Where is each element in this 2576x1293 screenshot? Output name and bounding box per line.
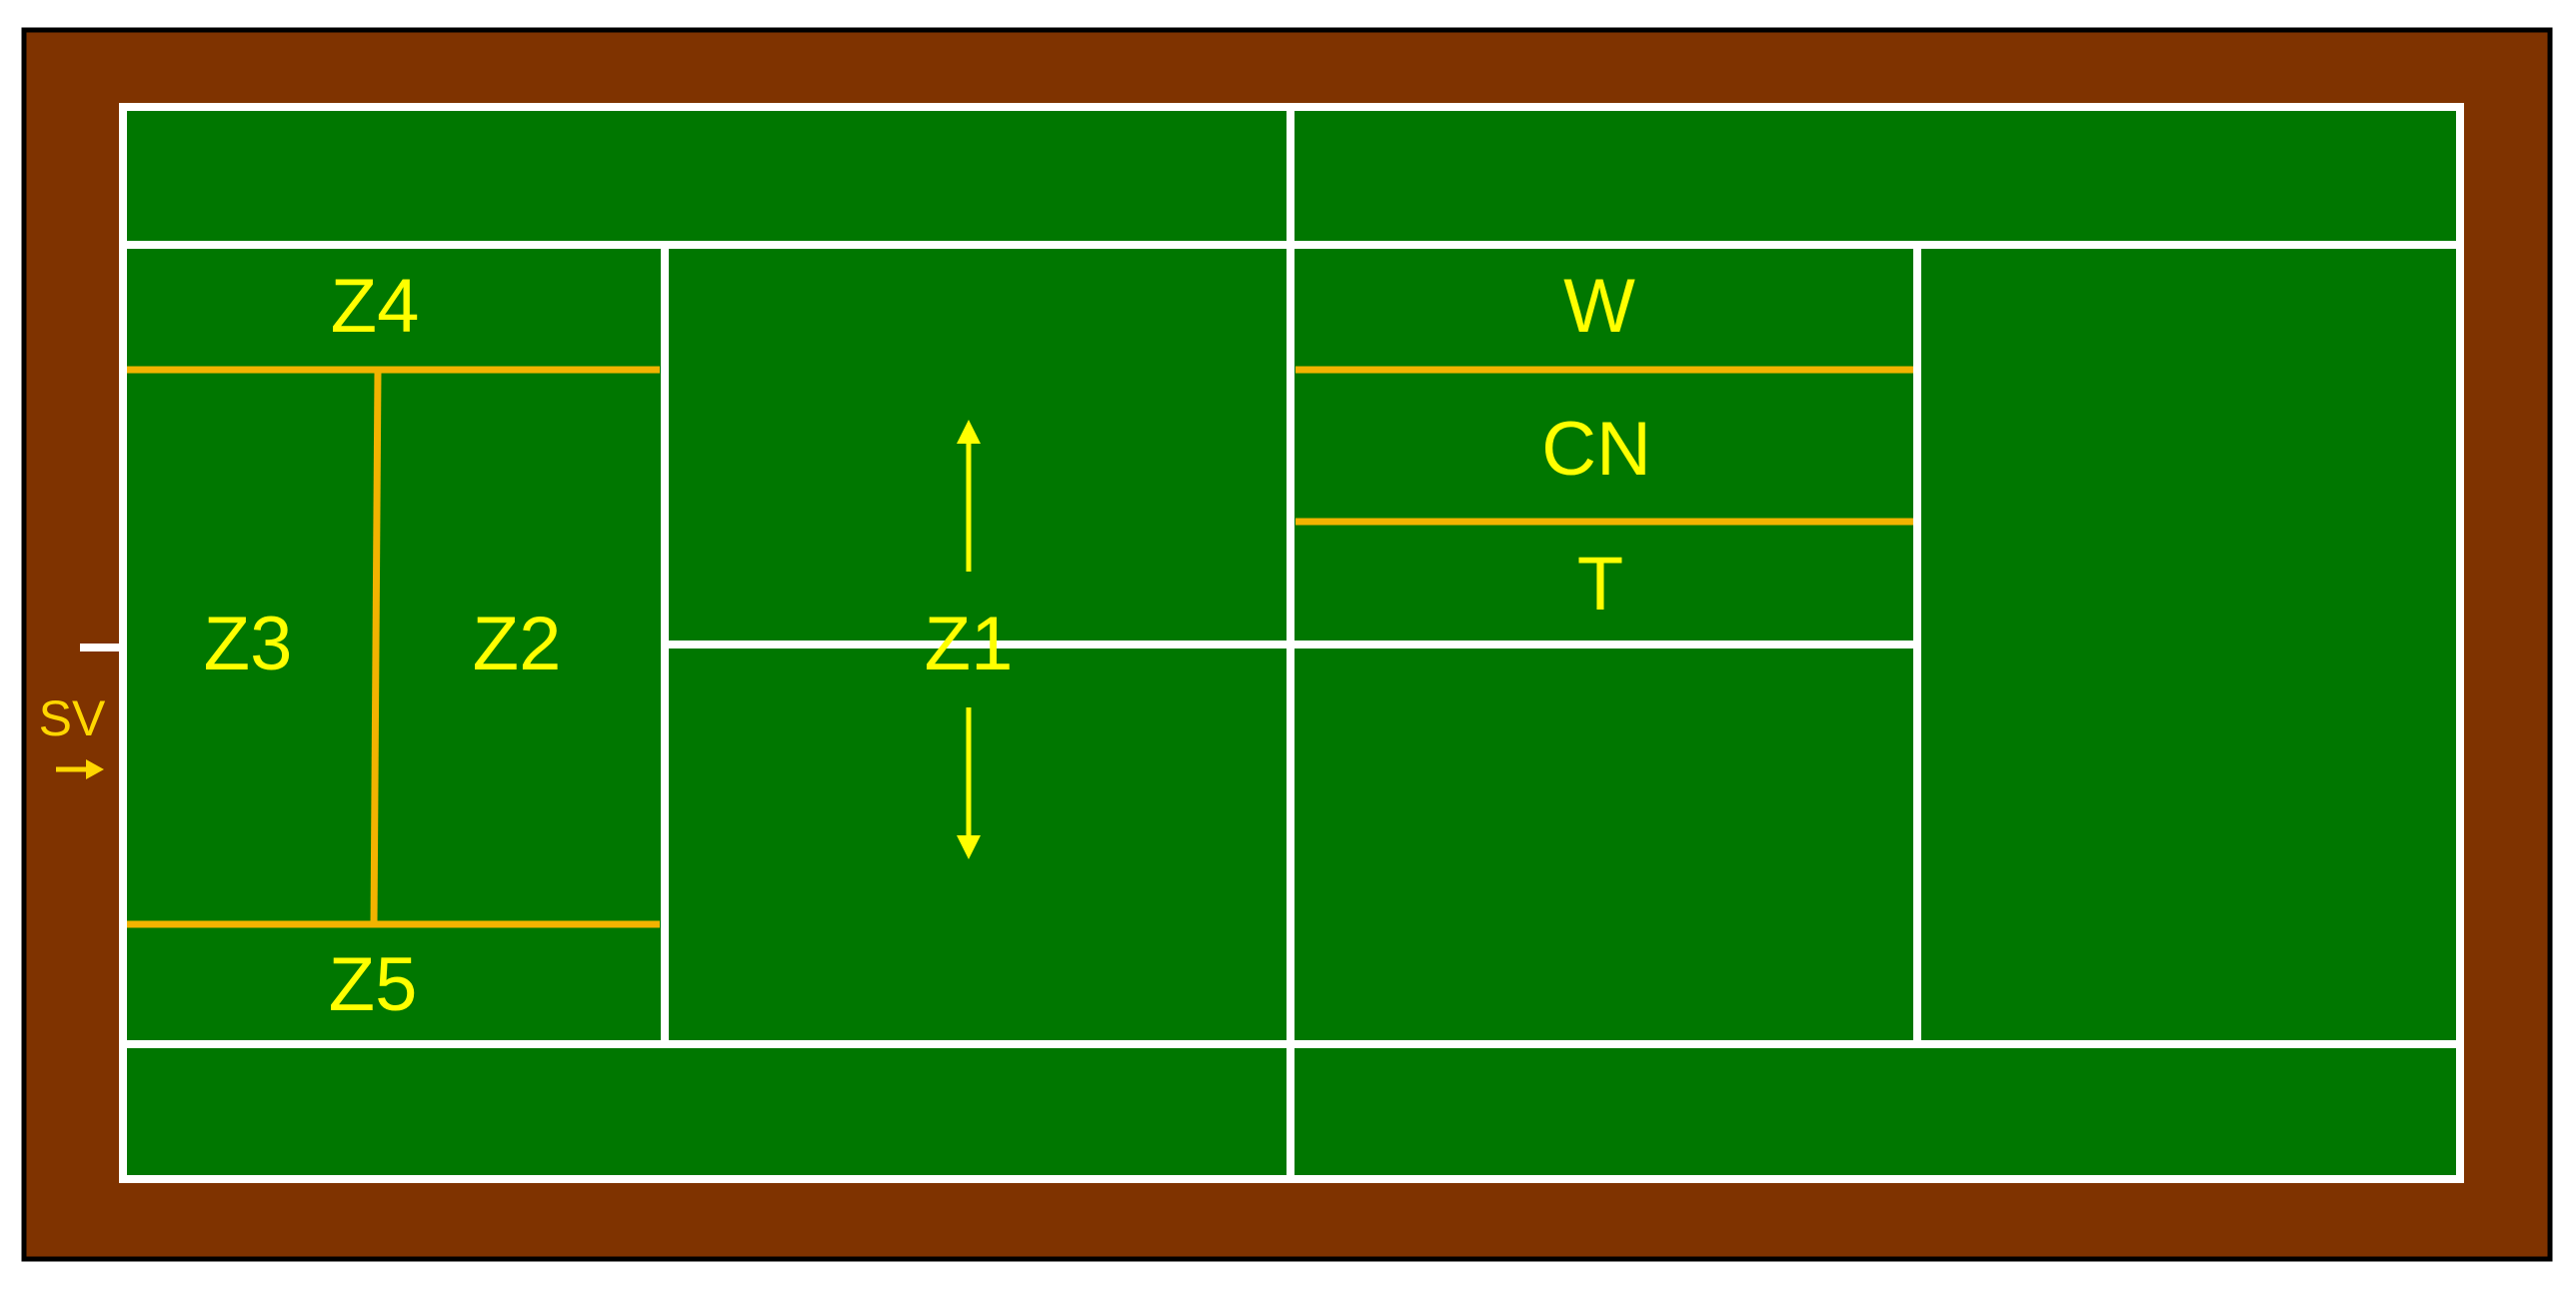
arrow-right-icon	[56, 759, 104, 779]
label-z2: Z2	[473, 602, 562, 686]
label-z5: Z5	[329, 942, 418, 1027]
arrow-down-icon	[957, 707, 981, 859]
label-cn: CN	[1541, 407, 1651, 492]
label-z1: Z1	[925, 602, 1014, 686]
label-z4: Z4	[331, 264, 420, 349]
label-sv: SV	[39, 690, 106, 746]
label-z3: Z3	[204, 602, 293, 686]
label-w: W	[1563, 264, 1635, 349]
zone-line-z3-z2	[370, 369, 382, 925]
arrow-up-icon	[957, 420, 981, 572]
court-lines	[80, 103, 2464, 1183]
zone-lines	[127, 366, 1913, 928]
label-t: T	[1577, 542, 1623, 627]
